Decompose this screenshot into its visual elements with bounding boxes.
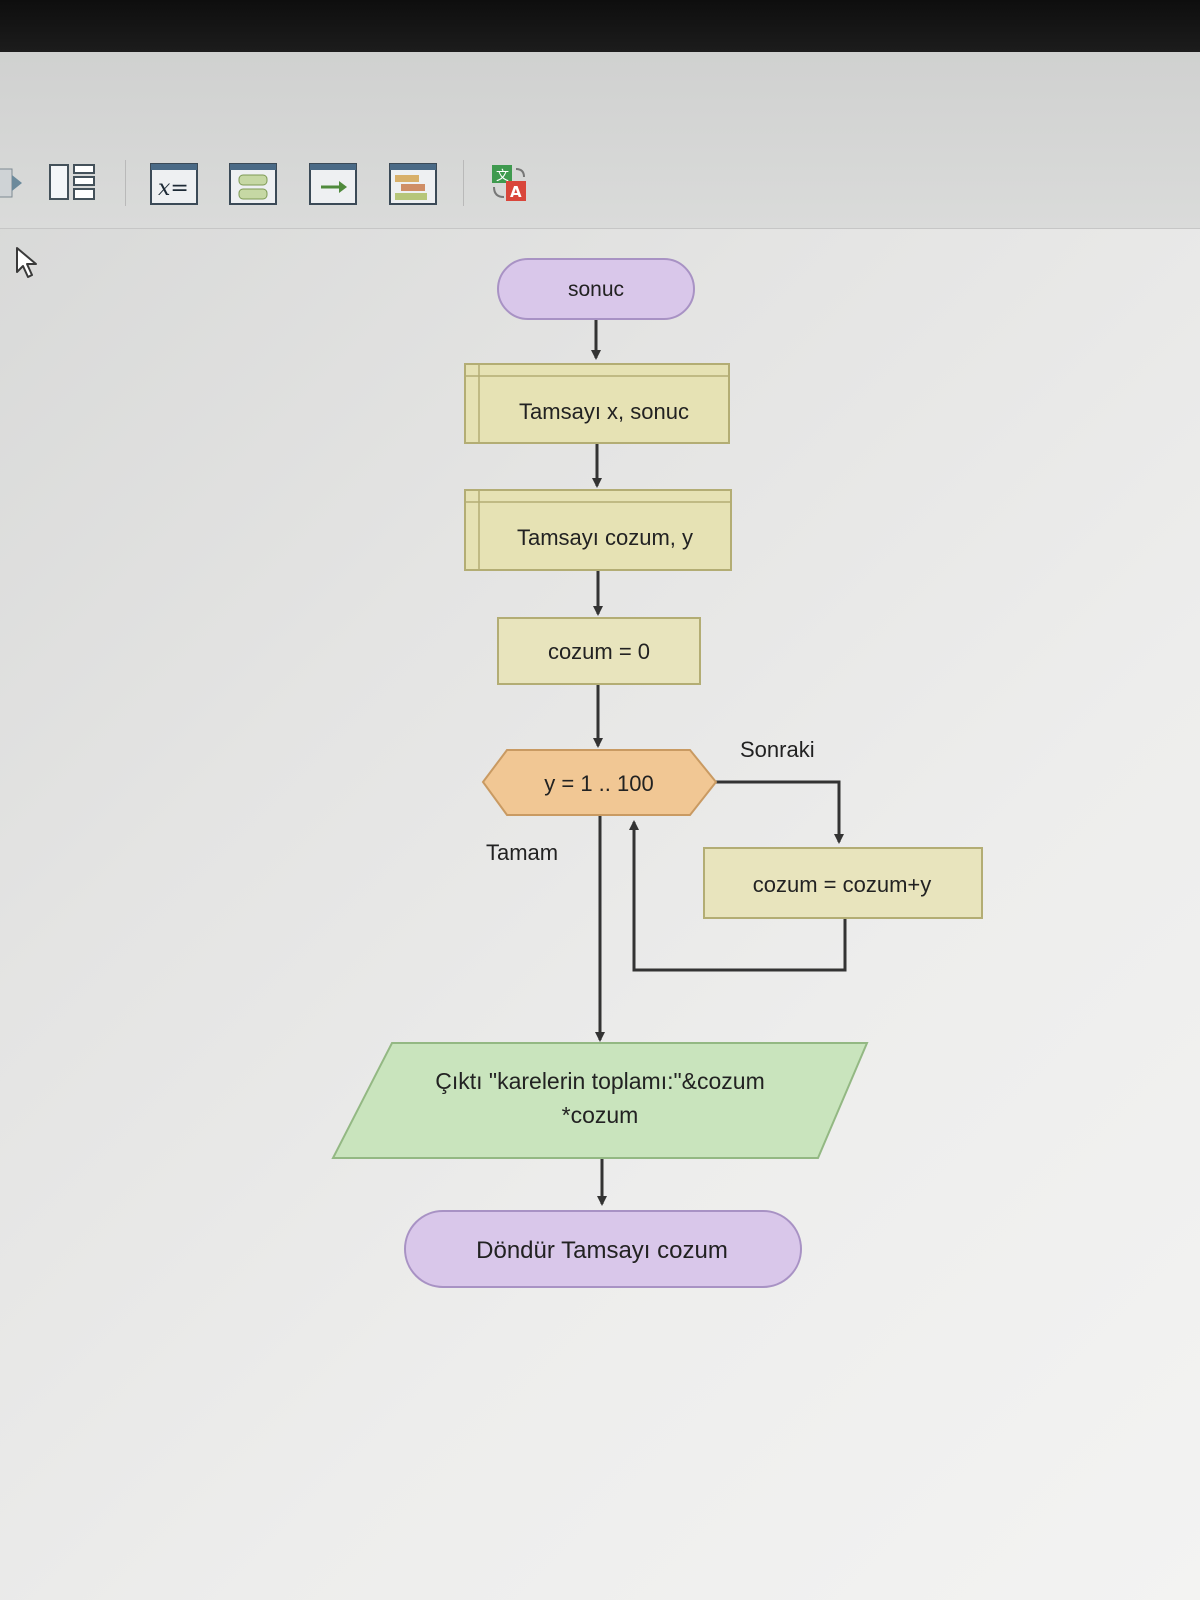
mouse-cursor-icon — [14, 246, 42, 285]
loop-button[interactable] — [389, 163, 437, 205]
toolbar — [0, 52, 1200, 229]
monitor-bezel — [0, 0, 1200, 52]
output-label-continued: *cozum — [562, 1102, 639, 1128]
output-arrow-icon — [309, 163, 357, 205]
assign-block[interactable]: cozum = 0 — [497, 617, 701, 685]
loop-next-label: Sonraki — [740, 737, 815, 762]
loop-block-icon — [389, 163, 437, 205]
declare-label: Tamsayı x, sonuc — [519, 399, 689, 424]
loop-done-label: Tamam — [486, 840, 558, 865]
assign-x-equals-icon: x= — [150, 163, 198, 205]
svg-text:文: 文 — [496, 169, 509, 184]
start-terminal[interactable]: sonuc — [497, 258, 695, 320]
flow-connectors — [591, 318, 847, 1206]
declare-block[interactable]: Tamsayı x, sonuc — [464, 363, 730, 444]
declare-label: Tamsayı cozum, y — [517, 525, 693, 550]
output-button[interactable] — [309, 163, 357, 205]
translate-button[interactable]: 文 A — [488, 163, 534, 203]
svg-text:A: A — [510, 183, 522, 201]
loop-return-connector — [629, 820, 847, 972]
assign-button[interactable]: x= — [150, 163, 198, 205]
panel-layout-icon — [49, 164, 95, 200]
toolbar-separator — [125, 160, 126, 206]
play-arrow-icon[interactable] — [0, 163, 28, 203]
layout-view-button[interactable] — [48, 163, 95, 203]
end-label: Döndür Tamsayı cozum — [476, 1237, 728, 1264]
call-button[interactable] — [229, 163, 277, 205]
loop-body-label: cozum = cozum+y — [753, 872, 932, 897]
call-block-icon — [229, 163, 277, 205]
for-loop-block[interactable]: y = 1 .. 100 — [481, 749, 718, 816]
end-terminal[interactable]: Döndür Tamsayı cozum — [404, 1210, 802, 1288]
translate-icon: 文 A — [492, 165, 526, 201]
start-label: sonuc — [568, 278, 624, 301]
loop-body-assign-block[interactable]: cozum = cozum+y — [703, 847, 983, 919]
toolbar-separator — [463, 160, 464, 206]
declare-block[interactable]: Tamsayı cozum, y — [464, 489, 732, 571]
output-label: Çıktı "karelerin toplamı:"&cozum — [435, 1068, 765, 1094]
svg-text:x=: x= — [158, 176, 189, 201]
assign-label: cozum = 0 — [548, 639, 650, 664]
loop-next-connector — [716, 780, 844, 844]
loop-label: y = 1 .. 100 — [544, 771, 653, 796]
output-block[interactable]: Çıktı "karelerin toplamı:"&cozum *cozum — [331, 1042, 869, 1159]
